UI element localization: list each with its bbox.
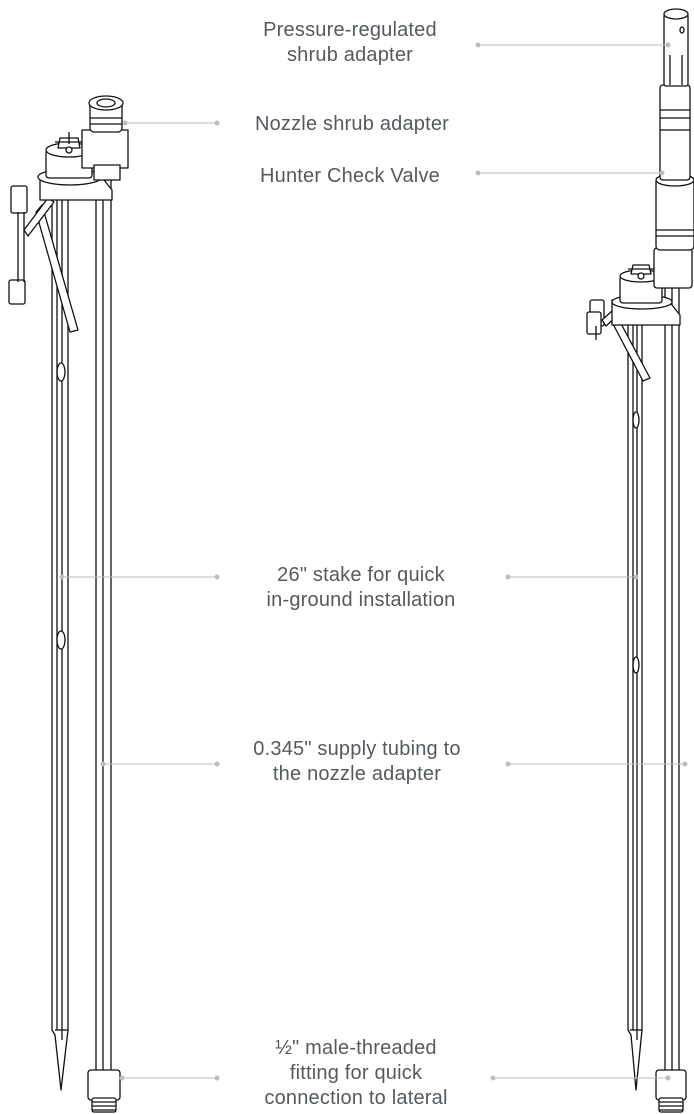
label-tubing-line2: the nozzle adapter xyxy=(272,763,442,785)
left-stake xyxy=(51,177,69,1091)
label-hunter-check-valve-text: Hunter Check Valve xyxy=(260,165,440,187)
leader-lines xyxy=(59,42,688,1081)
leader-tubing-left xyxy=(100,761,220,767)
label-pressure-regulated-shrub-adapter: Pressure-regulated shrub adapter xyxy=(230,18,470,68)
label-nozzle-shrub-adapter-text: Nozzle shrub adapter xyxy=(254,113,450,135)
label-fitting-line1: ½" male-threaded xyxy=(275,1037,437,1059)
left-brace xyxy=(35,204,79,333)
label-stake-line1: 26" stake for quick xyxy=(277,564,445,586)
label-supply-tubing: 0.345" supply tubing to the nozzle adapt… xyxy=(222,737,492,787)
label-male-threaded-fitting: ½" male-threaded fitting for quick conne… xyxy=(226,1036,486,1111)
leader-pressure-regulated xyxy=(475,42,671,48)
left-nozzle-adapter xyxy=(81,95,129,181)
right-stake xyxy=(627,299,643,1091)
right-fitting xyxy=(655,1069,687,1113)
label-fitting-line2: fitting for quick xyxy=(289,1062,423,1084)
leader-stake-right xyxy=(505,574,639,580)
leader-fitting-left xyxy=(119,1075,220,1081)
left-supply-tube xyxy=(95,179,112,1086)
label-stake: 26" stake for quick in-ground installati… xyxy=(226,563,496,613)
left-fitting xyxy=(87,1069,121,1113)
label-pressure-regulated-line2: shrub adapter xyxy=(286,44,414,66)
right-assembly-drawing xyxy=(586,8,694,1113)
left-clip xyxy=(8,185,55,305)
leader-stake-left xyxy=(59,574,220,580)
label-tubing-line1: 0.345" supply tubing to xyxy=(253,738,461,760)
leader-tubing-right xyxy=(505,761,688,767)
leader-nozzle-shrub-adapter xyxy=(122,120,220,126)
label-fitting-line3: connection to lateral xyxy=(264,1087,448,1109)
label-stake-line2: in-ground installation xyxy=(266,589,456,611)
left-stake-collar xyxy=(37,132,113,201)
leader-fitting-right xyxy=(490,1075,671,1081)
right-check-valve-body xyxy=(653,173,694,289)
right-pressure-regulated-adapter xyxy=(659,8,691,181)
label-pressure-regulated-line1: Pressure-regulated xyxy=(263,19,437,41)
leader-hunter-check-valve xyxy=(475,170,665,176)
label-nozzle-shrub-adapter: Nozzle shrub adapter xyxy=(232,112,472,137)
right-stake-collar xyxy=(611,264,681,326)
left-assembly-drawing xyxy=(8,95,129,1113)
label-hunter-check-valve: Hunter Check Valve xyxy=(235,164,465,189)
